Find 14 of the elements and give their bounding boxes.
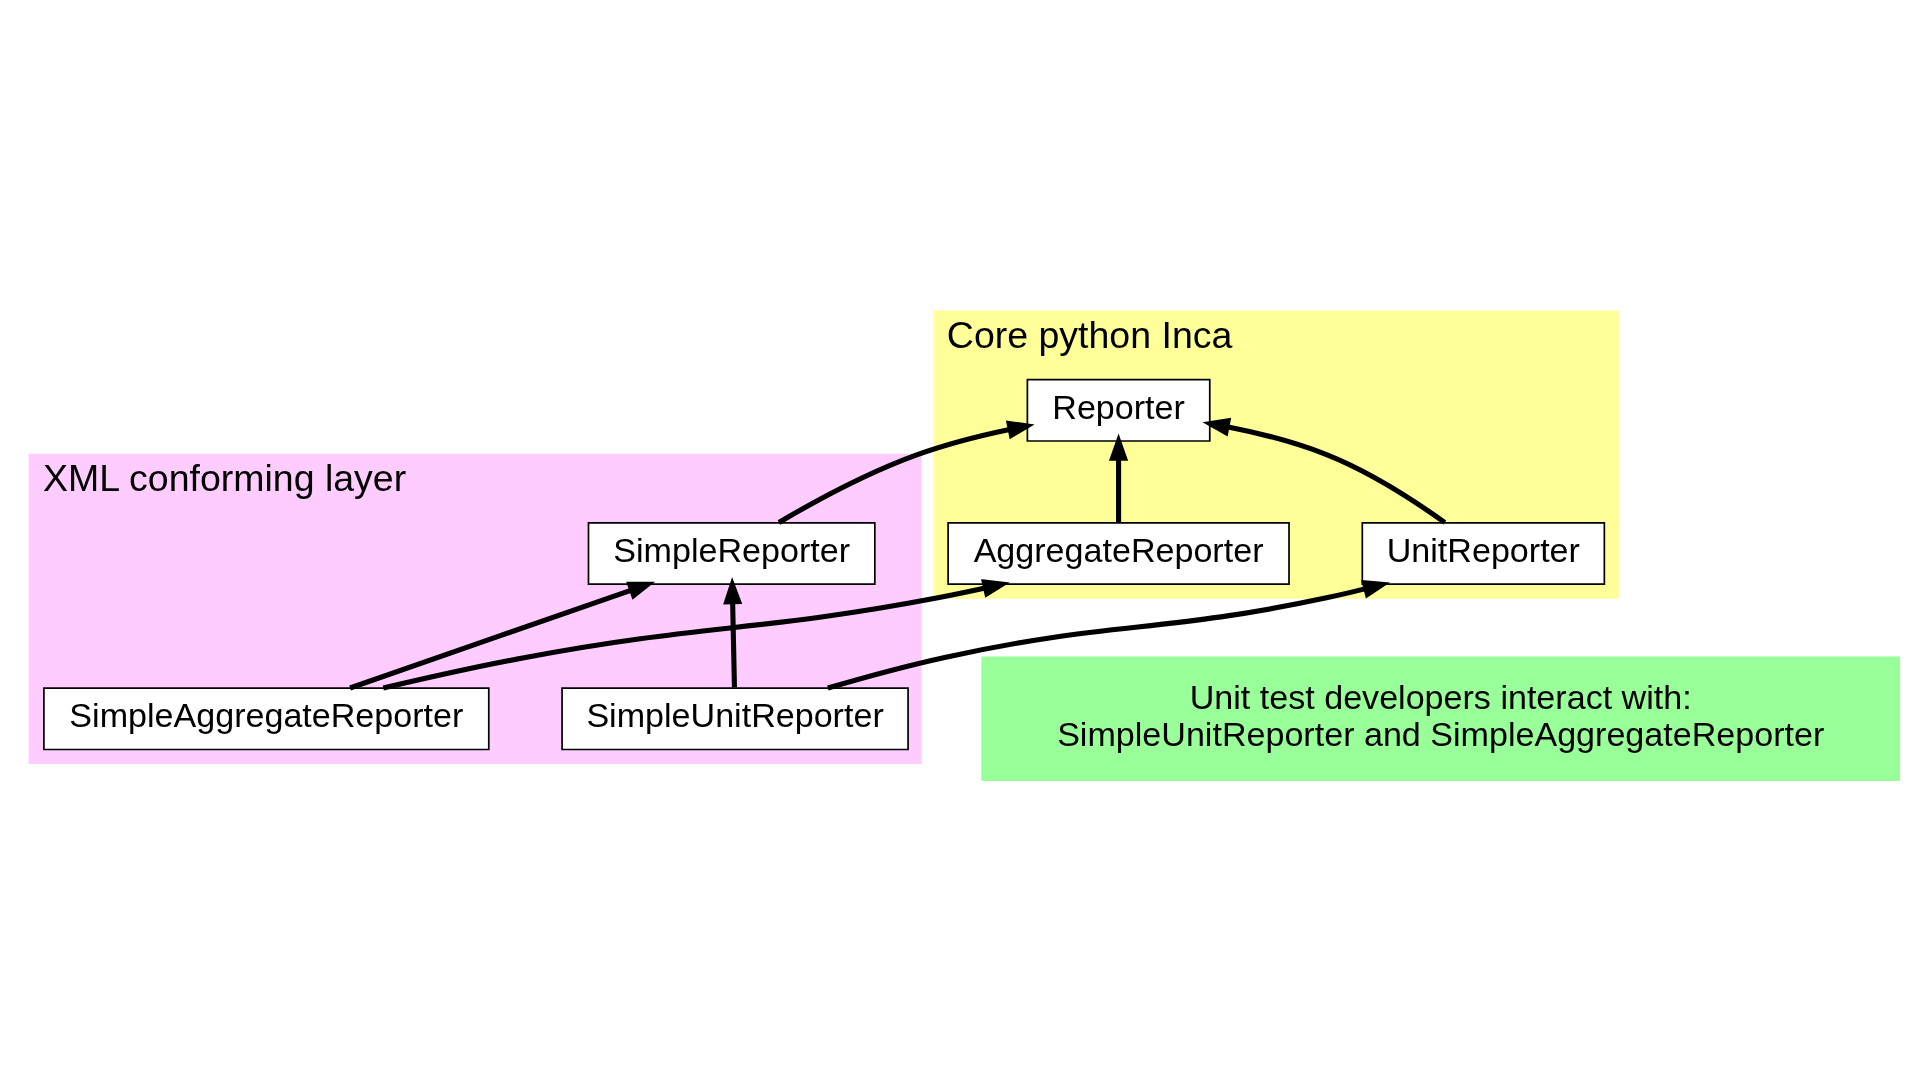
arrow [827, 579, 1390, 691]
node-box: SimpleAggregateReporter [43, 687, 490, 751]
arrow [777, 420, 1035, 525]
node-box: Unit test developers interact with: SimpleUnitReporter and SimpleAggregateReporter [981, 656, 1901, 782]
node-box: UnitReporter [1361, 521, 1606, 585]
node-box: Reporter [1026, 378, 1211, 442]
arrow [1202, 417, 1447, 525]
node-box: SimpleReporter [587, 521, 876, 585]
arrow [723, 576, 743, 688]
node-box: AggregateReporter [947, 521, 1290, 585]
arrow [382, 579, 1010, 691]
arrow [349, 581, 656, 691]
arrow [1109, 433, 1129, 523]
node-box: SimpleUnitReporter [561, 687, 909, 751]
